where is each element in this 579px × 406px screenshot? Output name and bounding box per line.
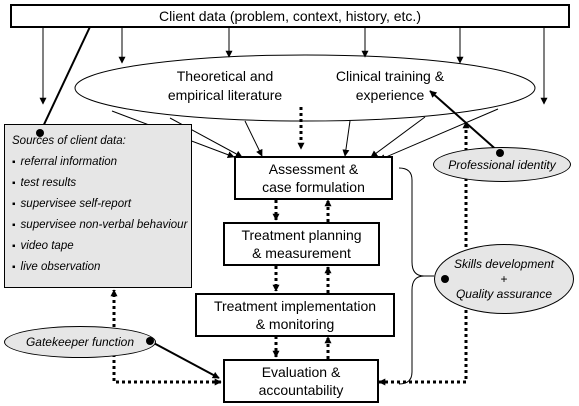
- source-item: referral information: [12, 155, 185, 176]
- source-item: supervisee non-verbal behaviour: [12, 218, 188, 239]
- evaluation-line2: accountability: [258, 382, 344, 398]
- planning-line2: & measurement: [252, 245, 351, 261]
- skills-quality-oval: Skills development + Quality assurance: [434, 244, 574, 314]
- literature-label: Theoretical and empirical literature: [150, 67, 300, 105]
- leader-lines: [39, 13, 501, 379]
- professional-identity-label: Professional identity: [448, 157, 556, 172]
- literature-line1: Theoretical and: [176, 68, 274, 84]
- client-data-box: Client data (problem, context, history, …: [10, 4, 570, 28]
- source-item: test results: [12, 176, 185, 197]
- skills-line3: Quality assurance: [455, 286, 553, 301]
- evaluation-line1: Evaluation &: [261, 364, 341, 380]
- dotted-flow-arrows: [110, 107, 470, 386]
- sources-list: referral information test results superv…: [12, 155, 188, 281]
- implementation-line1: Treatment implementation: [213, 298, 377, 314]
- client-data-arrows: [39, 28, 548, 105]
- professional-identity-oval: Professional identity: [433, 147, 571, 182]
- source-item: video tape: [12, 239, 185, 260]
- gatekeeper-label: Gatekeeper function: [25, 335, 135, 349]
- assessment-box: Assessment & case formulation: [234, 156, 393, 200]
- literature-line2: empirical literature: [167, 87, 283, 103]
- evaluation-box: Evaluation & accountability: [223, 359, 379, 403]
- planning-line1: Treatment planning: [241, 227, 362, 243]
- training-line1: Clinical training &: [335, 68, 445, 84]
- assessment-line2: case formulation: [262, 179, 365, 195]
- process-bracket: [398, 167, 425, 385]
- implementation-box: Treatment implementation & monitoring: [195, 293, 395, 337]
- implementation-line2: & monitoring: [255, 316, 335, 332]
- planning-box: Treatment planning & measurement: [223, 222, 380, 266]
- source-item: supervisee self-report: [12, 197, 185, 218]
- skills-line1: Skills development: [453, 256, 555, 271]
- sources-of-client-data-panel: Sources of client data: referral informa…: [4, 124, 192, 288]
- source-item: live observation: [12, 260, 185, 281]
- sources-title: Sources of client data:: [12, 135, 126, 147]
- training-line2: experience: [355, 87, 425, 103]
- skills-line2: +: [500, 271, 508, 286]
- gatekeeper-oval: Gatekeeper function: [4, 326, 156, 358]
- knowledge-ellipse: [74, 54, 536, 122]
- client-data-label: Client data (problem, context, history, …: [159, 8, 421, 24]
- training-label: Clinical training & experience: [315, 67, 465, 105]
- assessment-line1: Assessment &: [268, 161, 359, 177]
